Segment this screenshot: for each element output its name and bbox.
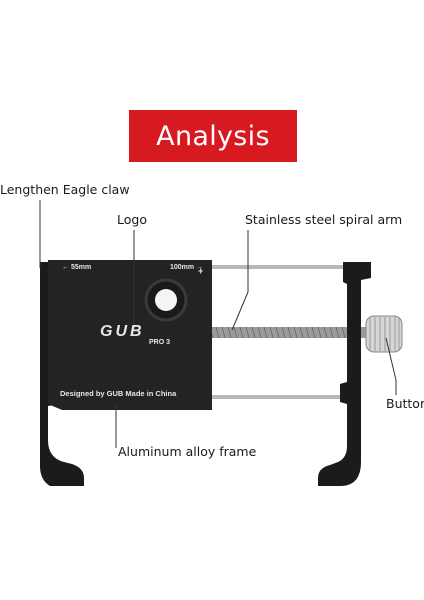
spiral-arm-label: Stainless steel spiral arm (245, 212, 403, 227)
scale-plus: + (198, 266, 204, 276)
logo-label: Logo (117, 212, 147, 227)
right-eagle-claw (318, 262, 371, 486)
brand-logo: GUB (100, 323, 145, 340)
scale-left: ← 55mm (62, 264, 92, 271)
left-eagle-claw (40, 262, 84, 486)
frame-label: Aluminum alloy frame (118, 444, 257, 459)
designed-text: Designed by GUB Made in China (60, 389, 177, 398)
button-label: Button (386, 396, 424, 411)
model-name: PRO 3 (149, 339, 171, 346)
spiral-arm-leader (231, 230, 249, 331)
guide-rod-top (205, 265, 355, 269)
knob-button-icon (365, 315, 403, 353)
analysis-banner: Analysis (129, 110, 297, 162)
guide-rod-bottom (205, 395, 355, 399)
eagle-claw-label: Lengthen Eagle claw (0, 182, 130, 197)
banner-title: Analysis (156, 120, 270, 152)
button-leader (385, 337, 397, 395)
spiral-arm (205, 327, 375, 338)
scale-right: 100mm → (170, 264, 204, 271)
